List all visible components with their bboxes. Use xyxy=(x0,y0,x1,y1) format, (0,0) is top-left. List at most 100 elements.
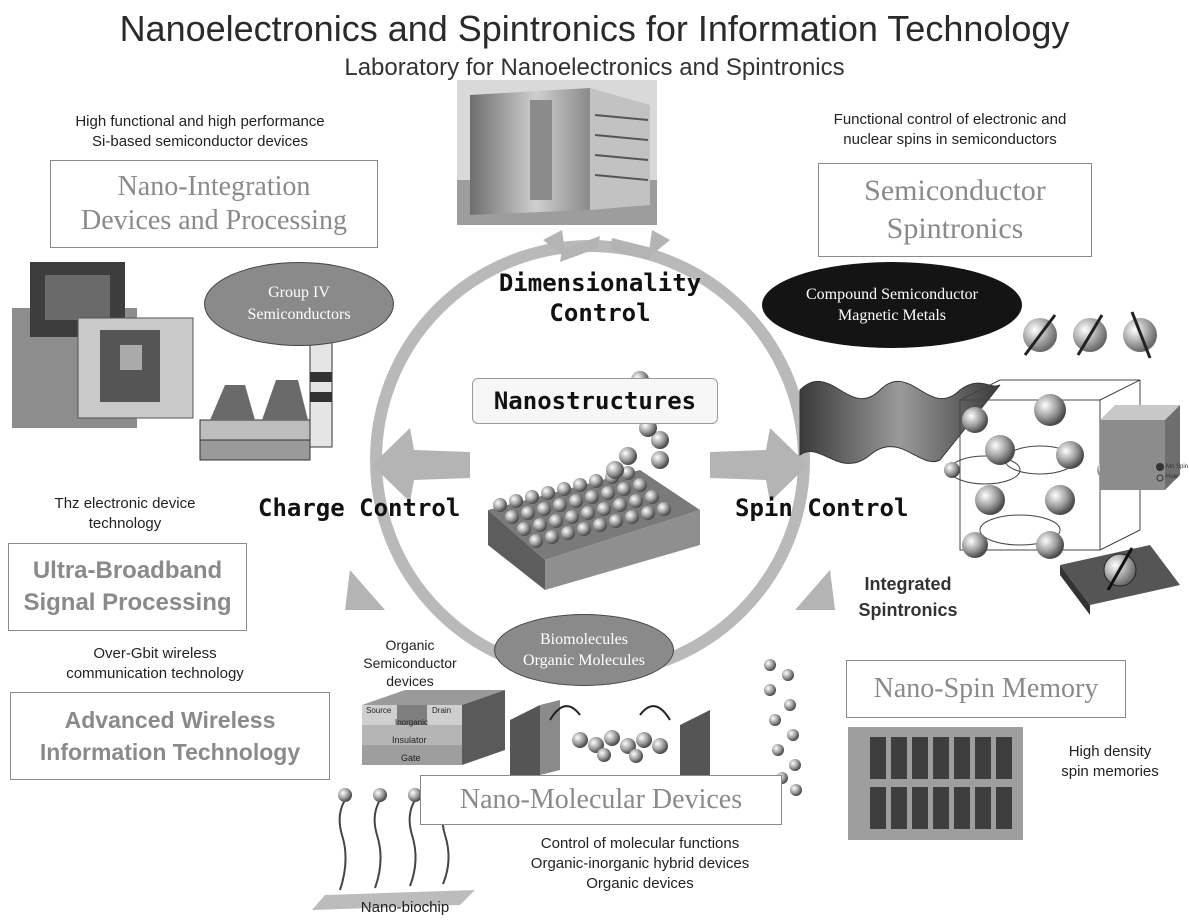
compound-semiconductor-ellipse: Compound Semiconductor Magnetic Metals xyxy=(762,262,1022,348)
slab-atom xyxy=(609,514,623,528)
spin-memory-line1: High density xyxy=(1068,743,1152,760)
slab-atom xyxy=(557,482,571,496)
memory-cell xyxy=(870,737,886,779)
device-photos xyxy=(12,262,194,428)
thz-caption: Thz electronic device technology xyxy=(10,494,240,534)
spin-legend-hole: Hole xyxy=(1166,474,1179,480)
top-right-caption: Functional control of electronic and nuc… xyxy=(780,110,1120,150)
memory-cell xyxy=(996,787,1012,829)
nanostructures-box: Nanostructures xyxy=(472,378,718,424)
nano-molecular-box: Nano-Molecular Devices xyxy=(420,775,782,825)
slab-atom xyxy=(593,518,607,532)
transistor-insulator-label: Insulator xyxy=(392,735,427,745)
spin-legend-icons xyxy=(1156,463,1164,482)
nano-spin-memory-box: Nano-Spin Memory xyxy=(846,660,1126,718)
memory-cell xyxy=(891,737,907,779)
slab-atom xyxy=(573,478,587,492)
slab-atom xyxy=(541,486,555,500)
slab-atom xyxy=(533,518,547,532)
slab-atom xyxy=(509,494,523,508)
memory-cell xyxy=(996,737,1012,779)
integrated-line2: Spintronics xyxy=(858,600,958,620)
memory-cell xyxy=(912,737,928,779)
group-iv-ellipse: Group IV Semiconductors xyxy=(204,262,394,346)
dna-helix xyxy=(764,659,802,796)
top-right-caption-line2: nuclear spins in semiconductors xyxy=(843,131,1057,148)
spin-balls xyxy=(1023,311,1157,359)
atom-slab xyxy=(488,371,700,590)
spin-legend-mn: Mn Spin xyxy=(1166,464,1189,470)
biomolecules-line1: Biomolecules xyxy=(540,631,628,648)
memory-cell xyxy=(975,737,991,779)
biomolecules-ellipse: Biomolecules Organic Molecules xyxy=(494,614,674,686)
memory-cell xyxy=(975,787,991,829)
transistor-drain-label: Drain xyxy=(432,706,452,715)
molecular-device xyxy=(510,700,710,795)
top-left-caption-line1: High functional and high performance xyxy=(75,113,325,130)
slab-atom xyxy=(621,466,635,480)
dimensionality-arrows xyxy=(543,230,670,262)
spin-legend: Mn Spin Hole xyxy=(1166,462,1188,482)
spin-chip xyxy=(1060,545,1180,615)
molecular-caption: Control of molecular functions Organic-i… xyxy=(470,834,810,894)
charge-control-arrow xyxy=(345,428,470,610)
thz-caption-line1: Thz electronic device xyxy=(54,495,196,512)
molecular-caption-line2: Organic-inorganic hybrid devices xyxy=(530,855,750,872)
organic-caption-line3: devices xyxy=(386,673,434,689)
advanced-wireless-box: Advanced Wireless Information Technology xyxy=(10,692,330,780)
charge-control-label: Charge Control xyxy=(258,494,461,522)
memory-chip-photo xyxy=(848,727,1023,840)
nano-integration-line1: Nano-Integration xyxy=(117,171,311,202)
molecular-caption-line1: Control of molecular functions xyxy=(540,835,740,852)
slab-atom xyxy=(529,534,543,548)
memory-cell xyxy=(954,737,970,779)
slab-atom xyxy=(633,478,647,492)
slab-atom xyxy=(657,502,671,516)
wireless-caption-line2: communication technology xyxy=(66,665,244,682)
nano-integration-box: Nano-Integration Devices and Processing xyxy=(50,160,378,248)
integrated-line1: Integrated xyxy=(864,574,952,594)
ultra-broadband-line2: Signal Processing xyxy=(23,589,232,616)
ultra-broadband-box: Ultra-Broadband Signal Processing xyxy=(8,543,247,631)
nano-integration-line2: Devices and Processing xyxy=(81,205,347,236)
slab-atom xyxy=(565,510,579,524)
page-subtitle: Laboratory for Nanoelectronics and Spint… xyxy=(344,54,845,81)
wireless-caption-line1: Over-Gbit wireless xyxy=(93,645,217,662)
slab-atom xyxy=(537,502,551,516)
building-photo xyxy=(457,80,657,225)
page-title: Nanoelectronics and Spintronics for Info… xyxy=(119,8,1070,49)
organic-transistor xyxy=(362,690,505,765)
organic-caption-line2: Semiconductor xyxy=(363,655,457,671)
slab-atom xyxy=(585,490,599,504)
memory-cell xyxy=(933,787,949,829)
slab-atom xyxy=(641,506,655,520)
integrated-spintronics-label: Integrated Spintronics xyxy=(848,571,968,623)
slab-atom xyxy=(549,514,563,528)
top-left-caption: High functional and high performance Si-… xyxy=(20,112,380,152)
slab-atom xyxy=(517,522,531,536)
nano-biochip-label: Nano-biochip xyxy=(360,899,450,916)
molecular-caption-line3: Organic devices xyxy=(586,875,694,892)
slab-atom xyxy=(629,494,643,508)
organic-semiconductor-caption: Organic Semiconductor devices xyxy=(350,636,470,690)
slab-atom xyxy=(597,502,611,516)
slab-atom xyxy=(505,510,519,524)
memory-cell xyxy=(954,787,970,829)
slab-atom xyxy=(601,486,615,500)
slab-atom xyxy=(617,482,631,496)
slab-atom xyxy=(645,490,659,504)
compound-semiconductor-line2: Magnetic Metals xyxy=(838,307,946,324)
spin-control-arrow xyxy=(710,428,835,610)
lattice-atoms xyxy=(944,394,1113,559)
spin-control-label: Spin Control xyxy=(735,494,909,522)
transistor-source-label: Source xyxy=(366,706,392,715)
slab-atom xyxy=(581,506,595,520)
group-iv-line1: Group IV xyxy=(268,284,330,301)
slab-atom xyxy=(625,510,639,524)
slab-atom xyxy=(553,498,567,512)
thz-caption-line2: technology xyxy=(88,515,162,532)
slab-atom xyxy=(613,498,627,512)
memory-cell xyxy=(933,737,949,779)
compound-semiconductor-line1: Compound Semiconductor xyxy=(806,286,978,303)
